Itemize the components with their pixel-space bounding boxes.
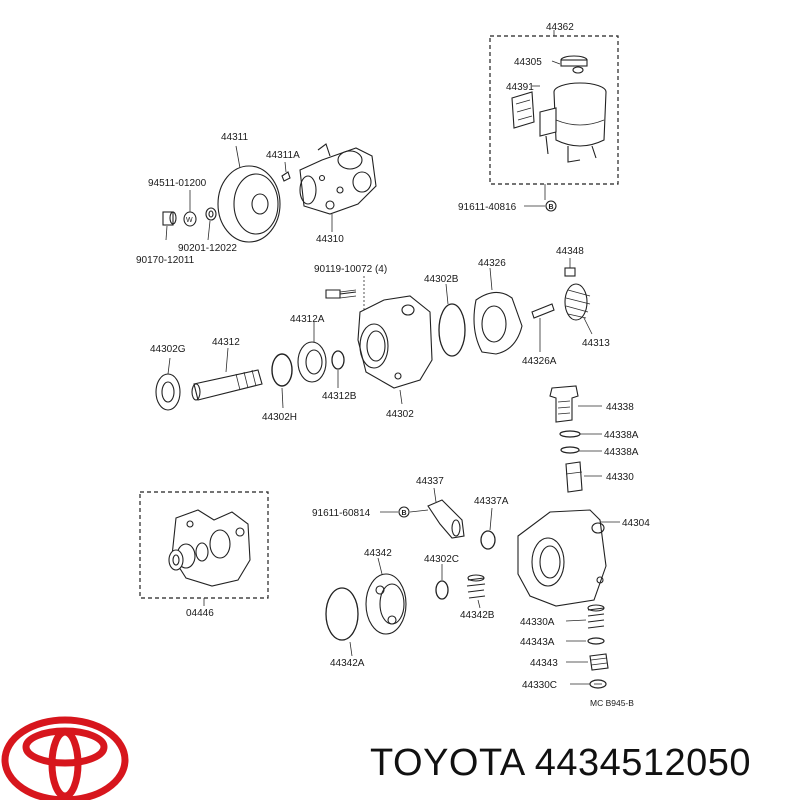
diagram-ref-code: MC B945-B xyxy=(590,698,634,708)
toyota-emblem-icon xyxy=(1,716,129,800)
pulley xyxy=(217,165,281,243)
brand-name: TOYOTA xyxy=(370,742,524,784)
callout: 04446 xyxy=(186,608,214,619)
callout-labels: 44362 44305 44391 91611-40816 44311 4431… xyxy=(136,22,650,708)
callout: 44302H xyxy=(262,412,297,423)
oil-seal xyxy=(155,373,181,411)
drive-shaft xyxy=(193,369,263,401)
plug-44343 xyxy=(589,653,609,671)
callout: 44337 xyxy=(416,476,444,487)
callout: 44302B xyxy=(424,274,459,285)
callout: 44326A xyxy=(522,356,557,367)
snap-ring xyxy=(271,353,293,387)
callout: 44342 xyxy=(364,548,392,559)
callout: 90170-12011 xyxy=(136,255,195,266)
svg-text:B: B xyxy=(549,204,554,211)
callout: 44343A xyxy=(520,637,555,648)
valve-44330 xyxy=(565,461,583,493)
callout: 44330A xyxy=(520,617,555,628)
callout: 44330C xyxy=(522,680,557,691)
spring-44330a xyxy=(587,607,605,629)
pump-assembly xyxy=(299,147,377,215)
callout: 44302G xyxy=(150,344,186,355)
callout: 44326 xyxy=(478,258,506,269)
rotor xyxy=(564,283,588,321)
svg-text:B: B xyxy=(402,510,407,517)
callout: 44311 xyxy=(221,132,249,143)
callout: 44338 xyxy=(606,402,634,413)
callout: 44342B xyxy=(460,610,495,621)
brand-part-heading: TOYOTA 4434512050 xyxy=(370,742,751,785)
callout: 91611-40816 xyxy=(458,202,517,213)
callout: 44343 xyxy=(530,658,558,669)
o-ring-44302b xyxy=(438,303,466,357)
callout: 44338A xyxy=(604,447,639,458)
callout: 44330 xyxy=(606,472,634,483)
pressure-plate xyxy=(365,573,407,635)
callout: 44312B xyxy=(322,391,357,402)
callout: 44313 xyxy=(582,338,610,349)
pulley-nut xyxy=(162,211,174,226)
bolt-b-symbol xyxy=(545,200,557,212)
callout: 91611-60814 xyxy=(312,508,371,519)
callout: 94511-01200 xyxy=(148,178,207,189)
cam-ring xyxy=(473,291,523,355)
part-number: 4434512050 xyxy=(534,742,752,784)
o-ring-44342a xyxy=(325,587,359,641)
gasket xyxy=(171,509,251,587)
callout: 44302C xyxy=(424,554,459,565)
callout: 44310 xyxy=(316,234,344,245)
callout: 44348 xyxy=(556,246,584,257)
union-fitting xyxy=(427,499,465,539)
callout: 44337A xyxy=(474,496,509,507)
callout: 44305 xyxy=(514,57,542,68)
callout: 90201-12022 xyxy=(178,243,237,254)
callout: 90119-10072 (4) xyxy=(314,264,387,275)
callout: 44312A xyxy=(290,314,325,325)
callout: 44302 xyxy=(386,409,414,420)
callout: 44391 xyxy=(506,82,534,93)
callout: 44342A xyxy=(330,658,365,669)
plug-44338 xyxy=(549,385,579,423)
rear-housing xyxy=(517,509,607,607)
callout: 44338A xyxy=(604,430,639,441)
callout: 44362 xyxy=(546,22,574,33)
callout: 44311A xyxy=(266,150,300,161)
callout: 44312 xyxy=(212,337,240,348)
svg-text:W: W xyxy=(186,217,193,224)
callout: 44304 xyxy=(622,518,650,529)
